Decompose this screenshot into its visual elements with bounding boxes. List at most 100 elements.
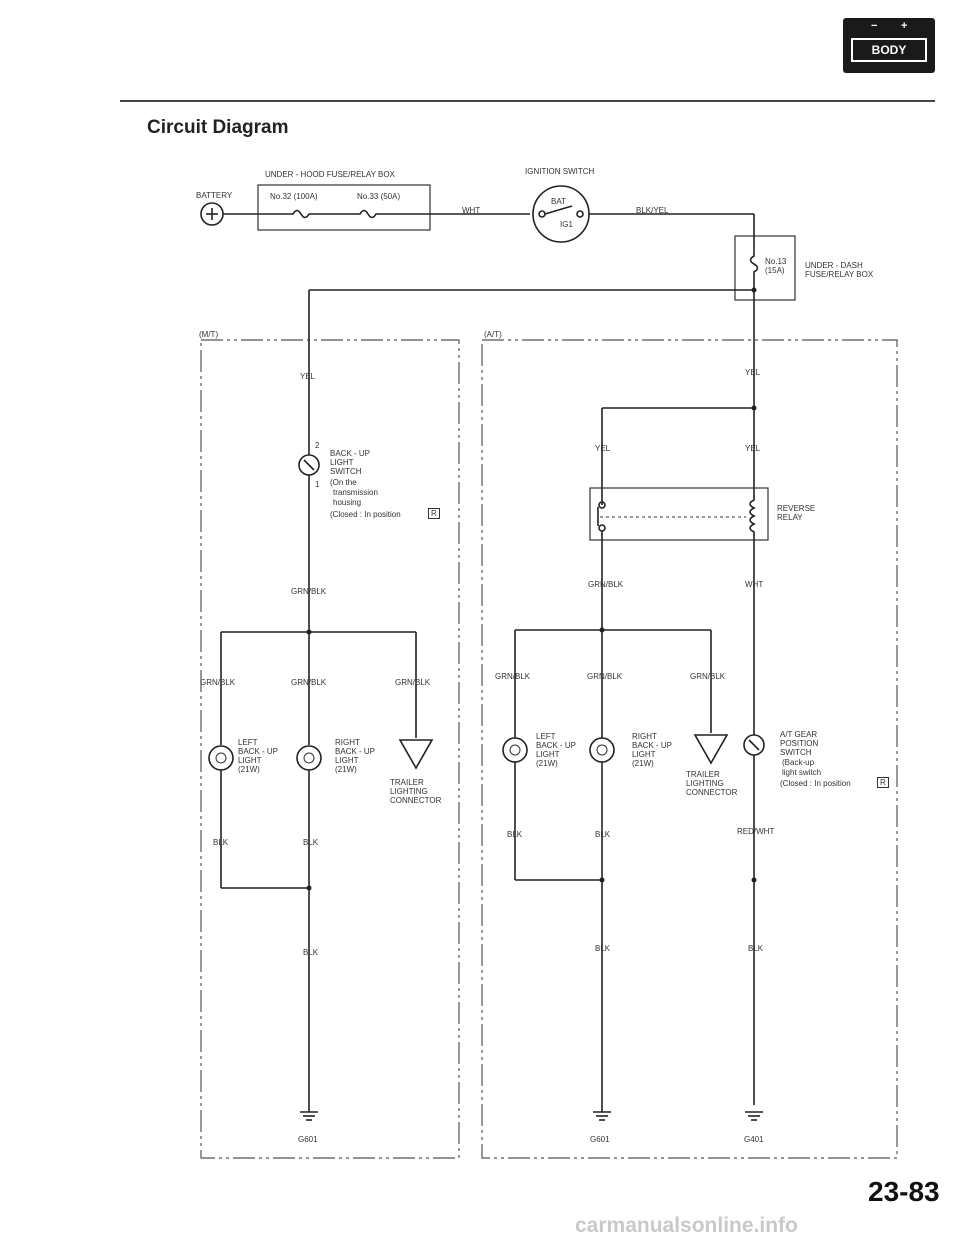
- underhood-fuse-box: [257, 184, 431, 231]
- at-trailer-label-1: TRAILER: [686, 770, 720, 779]
- mt-switch-label-1: BACK - UP: [330, 449, 371, 458]
- at-wire-grn-blk: GRN/BLK: [588, 580, 624, 589]
- at-section-label: (A/T): [484, 330, 502, 339]
- mt-trailer-connector: [398, 739, 434, 770]
- mt-right-light-2: BACK - UP: [335, 747, 376, 756]
- at-ground-label-1: G601: [590, 1135, 610, 1144]
- mt-blk-mid: BLK: [303, 838, 319, 847]
- at-trailer-connector: [693, 734, 729, 765]
- watermark: carmanualsonline.info: [575, 1214, 798, 1237]
- underdash-box-label-1: UNDER - DASH: [805, 261, 863, 270]
- at-left-wire: GRN/BLK: [495, 672, 531, 681]
- mt-pin-1: 1: [315, 480, 320, 489]
- mt-switch-position: R: [428, 508, 440, 519]
- at-left-light-2: BACK - UP: [536, 741, 577, 750]
- at-blk-main: BLK: [595, 944, 611, 953]
- mt-blk-main: BLK: [303, 948, 319, 957]
- mt-trailer-label-2: LIGHTING: [390, 787, 428, 796]
- mt-wire-grn-blk: GRN/BLK: [291, 587, 327, 596]
- badge-plus: +: [901, 20, 908, 32]
- gear-switch-label-4: (Back-up: [782, 758, 815, 767]
- at-mid-wire: GRN/BLK: [587, 672, 623, 681]
- underdash-box-label-2: FUSE/RELAY BOX: [805, 270, 874, 279]
- at-wire-red-wht: RED/WHT: [737, 827, 775, 836]
- mt-pin-2: 2: [315, 441, 320, 450]
- gear-switch-label-3: SWITCH: [780, 748, 812, 757]
- at-ground-label-2: G401: [744, 1135, 764, 1144]
- mt-blk-left: BLK: [213, 838, 229, 847]
- battery-label: BATTERY: [196, 191, 233, 200]
- page-number: 23-83: [868, 1176, 940, 1207]
- at-right-light-1: RIGHT: [632, 732, 657, 741]
- reverse-relay-label-2: RELAY: [777, 513, 803, 522]
- at-right-light-3: LIGHT: [632, 750, 656, 759]
- ignition-switch-label: IGNITION SWITCH: [525, 167, 595, 176]
- wire-wht-label: WHT: [462, 206, 481, 215]
- at-wire-yel-left: YEL: [595, 444, 611, 453]
- at-wire-yel-top: YEL: [745, 368, 761, 377]
- fuse-32-label: No.32 (100A): [270, 192, 318, 201]
- at-blk-mid: BLK: [595, 830, 611, 839]
- mt-box: [200, 339, 460, 1159]
- at-trailer-label-2: LIGHTING: [686, 779, 724, 788]
- at-blk-right: BLK: [748, 944, 764, 953]
- at-wire-yel-right: YEL: [745, 444, 761, 453]
- mt-left-light-2: BACK - UP: [238, 747, 279, 756]
- fuse-13-label: No.13: [765, 257, 787, 266]
- gear-switch-label-1: A/T GEAR: [780, 730, 818, 739]
- bat-label: BAT: [551, 197, 566, 206]
- mt-switch-label-4: (On the: [330, 478, 357, 487]
- mt-switch-label-6: housing: [333, 498, 362, 507]
- fuse-33-label: No.33 (50A): [357, 192, 401, 201]
- mt-wire-yel: YEL: [300, 372, 316, 381]
- mt-mid-wire: GRN/BLK: [291, 678, 327, 687]
- mt-right-wire: GRN/BLK: [395, 678, 431, 687]
- at-right-wire: GRN/BLK: [690, 672, 726, 681]
- mt-right-lamp: [296, 745, 322, 771]
- mt-right-light-4: (21W): [335, 765, 357, 774]
- at-left-light-1: LEFT: [536, 732, 556, 741]
- mt-left-lamp: [208, 745, 234, 771]
- badge-minus: −: [871, 20, 878, 32]
- at-left-light-4: (21W): [536, 759, 558, 768]
- mt-switch-label-2: LIGHT: [330, 458, 354, 467]
- mt-trailer-label-3: CONNECTOR: [390, 796, 442, 805]
- at-left-lamp: [502, 737, 528, 763]
- header-rule: [120, 100, 935, 102]
- wire-blk-yel-label: BLK/YEL: [636, 206, 669, 215]
- at-trailer-label-3: CONNECTOR: [686, 788, 738, 797]
- reverse-relay-label-1: REVERSE: [777, 504, 816, 513]
- ig1-label: IG1: [560, 220, 573, 229]
- mt-switch-label-5: transmission: [333, 488, 378, 497]
- body-section-badge: − + BODY: [843, 18, 935, 73]
- reverse-relay-box: [589, 487, 769, 541]
- mt-left-light-4: (21W): [238, 765, 260, 774]
- gear-switch-label-5: light switch: [782, 768, 822, 777]
- mt-switch-label-3: SWITCH: [330, 467, 362, 476]
- at-blk-left: BLK: [507, 830, 523, 839]
- at-box: [481, 339, 898, 1159]
- at-wire-wht: WHT: [745, 580, 764, 589]
- badge-label: BODY: [851, 38, 927, 62]
- at-right-light-2: BACK - UP: [632, 741, 673, 750]
- fuse-13-amp-label: (15A): [765, 266, 785, 275]
- mt-switch-label-7: (Closed : In position: [330, 510, 401, 519]
- mt-section-label: (M/T): [199, 330, 219, 339]
- gear-switch-label-2: POSITION: [780, 739, 819, 748]
- mt-left-wire: GRN/BLK: [200, 678, 236, 687]
- mt-trailer-label-1: TRAILER: [390, 778, 424, 787]
- gear-switch-label-6: (Closed : In position: [780, 779, 851, 788]
- mt-right-light-3: LIGHT: [335, 756, 359, 765]
- page-title: Circuit Diagram: [147, 117, 289, 138]
- at-right-light-4: (21W): [632, 759, 654, 768]
- mt-ground-label: G601: [298, 1135, 318, 1144]
- mt-left-light-1: LEFT: [238, 738, 258, 747]
- at-left-light-3: LIGHT: [536, 750, 560, 759]
- underdash-fuse-box: [734, 235, 796, 301]
- ignition-switch-symbol: [532, 185, 590, 243]
- mt-right-light-1: RIGHT: [335, 738, 360, 747]
- mt-left-light-3: LIGHT: [238, 756, 262, 765]
- underhood-box-label: UNDER - HOOD FUSE/RELAY BOX: [265, 170, 395, 179]
- gear-switch-position: R: [877, 777, 889, 788]
